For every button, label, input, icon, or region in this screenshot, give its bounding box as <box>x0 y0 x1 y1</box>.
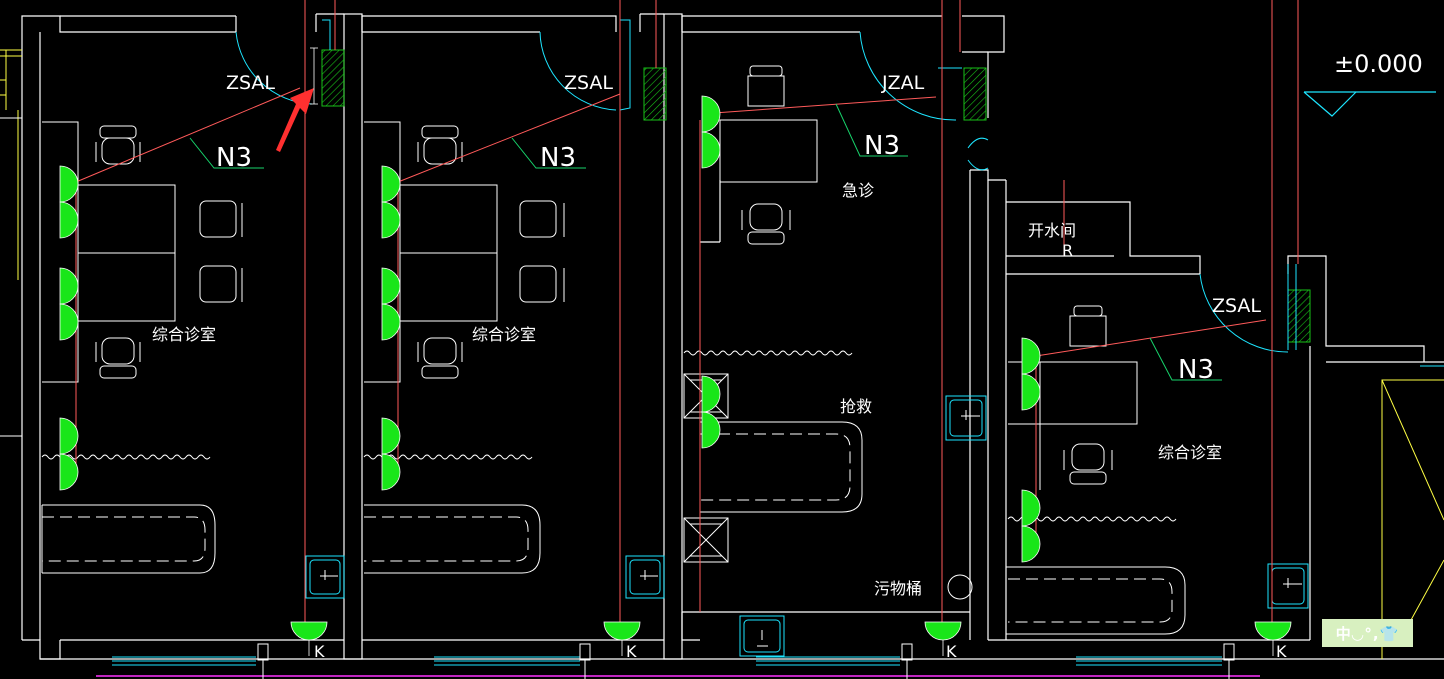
riser-label-1: ZSAL <box>226 72 275 94</box>
furniture <box>41 119 1186 635</box>
tag-label-1: N3 <box>216 143 252 173</box>
riser-shafts <box>321 49 1311 343</box>
dimension-ticks <box>310 47 318 105</box>
red-arrow-icon <box>276 88 314 152</box>
bed-dashes <box>42 433 1173 623</box>
elevation-symbol <box>1303 91 1436 117</box>
left-edge-marks <box>0 49 22 280</box>
room-name-2: 综合诊室 <box>472 325 536 344</box>
elevation-label: ±0.000 <box>1334 50 1423 78</box>
room-name-1: 综合诊室 <box>152 325 216 344</box>
bottom-posts <box>257 643 1235 679</box>
room-name-4: 综合诊室 <box>1158 443 1222 462</box>
sink-tag-3: K <box>946 642 957 661</box>
ime-status-indicator[interactable]: 中◡°,👕 <box>1322 619 1413 647</box>
riser-label-2: ZSAL <box>564 72 613 94</box>
riser-label-3: JZAL <box>881 72 925 94</box>
ime-indicator-text: 中◡°,👕 <box>1335 624 1400 643</box>
waste-label: 污物桶 <box>874 579 922 598</box>
room-name-3: 急诊 <box>842 181 874 200</box>
tag-label-3: N3 <box>864 131 900 161</box>
pipes <box>75 0 1299 640</box>
outlet-stems <box>308 640 1274 656</box>
tag-label-2: N3 <box>540 143 576 173</box>
walls <box>21 13 1444 660</box>
faucets <box>320 410 1302 647</box>
left-edge-white <box>0 117 22 437</box>
tag-label-4: N3 <box>1178 355 1214 385</box>
sink-tag-1: K <box>314 642 325 661</box>
chairs <box>95 65 1113 485</box>
sink-tag-4: K <box>1276 642 1287 661</box>
boiler-tag: R <box>1062 241 1073 260</box>
sink-tag-2: K <box>626 642 637 661</box>
rescue-label: 抢救 <box>840 397 872 416</box>
outlet-fixtures <box>59 95 1292 641</box>
boiler-label: 开水间 <box>1028 221 1076 240</box>
riser-label-4: ZSAL <box>1212 295 1261 317</box>
cyan-elements <box>112 19 1444 666</box>
leaders <box>189 103 1222 381</box>
yellow-shaft <box>1381 379 1444 659</box>
